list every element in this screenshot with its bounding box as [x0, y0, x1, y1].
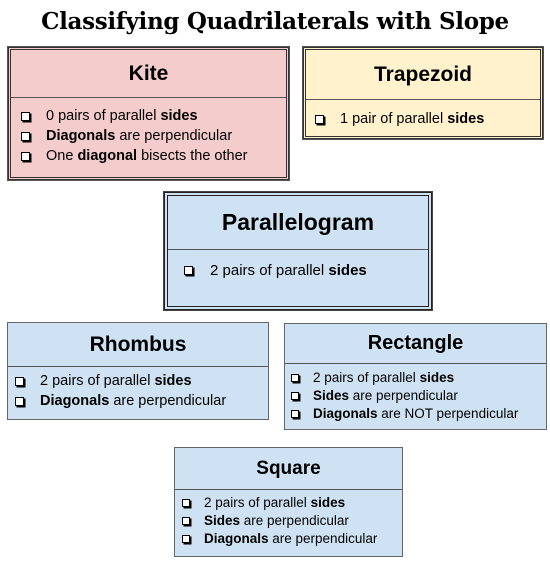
- box-title: Kite: [11, 50, 286, 98]
- checkbox-icon: [15, 397, 24, 406]
- list-item: 2 pairs of parallel sides: [182, 495, 402, 513]
- trapezoid-box: Trapezoid 1 pair of parallel sides: [302, 46, 544, 140]
- list-item: Sides are perpendicular: [182, 513, 402, 531]
- square-box: Square 2 pairs of parallel sides Sides a…: [174, 447, 403, 557]
- checkbox-icon: [182, 535, 190, 543]
- checkbox-icon: [291, 374, 299, 382]
- box-title: Rhombus: [8, 323, 268, 367]
- list-item: 0 pairs of parallel sides: [21, 108, 286, 128]
- box-title: Square: [175, 448, 402, 490]
- rhombus-box: Rhombus 2 pairs of parallel sides Diagon…: [7, 322, 269, 420]
- checkbox-icon: [291, 392, 299, 400]
- list-item: Diagonals are perpendicular: [15, 393, 268, 413]
- list-item: 2 pairs of parallel sides: [184, 262, 428, 282]
- property-list: 2 pairs of parallel sides Sides are perp…: [175, 490, 402, 549]
- box-title: Trapezoid: [306, 50, 540, 100]
- list-item: Diagonals are perpendicular: [182, 531, 402, 549]
- parallelogram-box: Parallelogram 2 pairs of parallel sides: [163, 191, 433, 311]
- rectangle-box: Rectangle 2 pairs of parallel sides Side…: [284, 323, 547, 430]
- property-list: 2 pairs of parallel sides Diagonals are …: [8, 367, 268, 413]
- checkbox-icon: [182, 517, 190, 525]
- list-item: Diagonals are NOT perpendicular: [291, 406, 546, 424]
- property-list: 0 pairs of parallel sides Diagonals are …: [11, 98, 286, 168]
- kite-box: Kite 0 pairs of parallel sides Diagonals…: [7, 46, 290, 181]
- property-list: 2 pairs of parallel sides Sides are perp…: [285, 364, 546, 424]
- checkbox-icon: [182, 499, 190, 507]
- page-title: Classifying Quadrilaterals with Slope: [41, 8, 509, 35]
- list-item: 2 pairs of parallel sides: [291, 370, 546, 388]
- list-item: One diagonal bisects the other: [21, 148, 286, 168]
- checkbox-icon: [21, 112, 30, 121]
- checkbox-icon: [15, 377, 24, 386]
- property-list: 2 pairs of parallel sides: [168, 250, 428, 282]
- checkbox-icon: [184, 266, 193, 275]
- box-title: Rectangle: [285, 324, 546, 364]
- list-item: 2 pairs of parallel sides: [15, 373, 268, 393]
- list-item: Diagonals are perpendicular: [21, 128, 286, 148]
- property-list: 1 pair of parallel sides: [306, 100, 540, 131]
- list-item: Sides are perpendicular: [291, 388, 546, 406]
- checkbox-icon: [291, 410, 299, 418]
- checkbox-icon: [315, 115, 324, 124]
- checkbox-icon: [21, 152, 30, 161]
- checkbox-icon: [21, 132, 30, 141]
- box-title: Parallelogram: [168, 196, 428, 250]
- list-item: 1 pair of parallel sides: [315, 111, 540, 131]
